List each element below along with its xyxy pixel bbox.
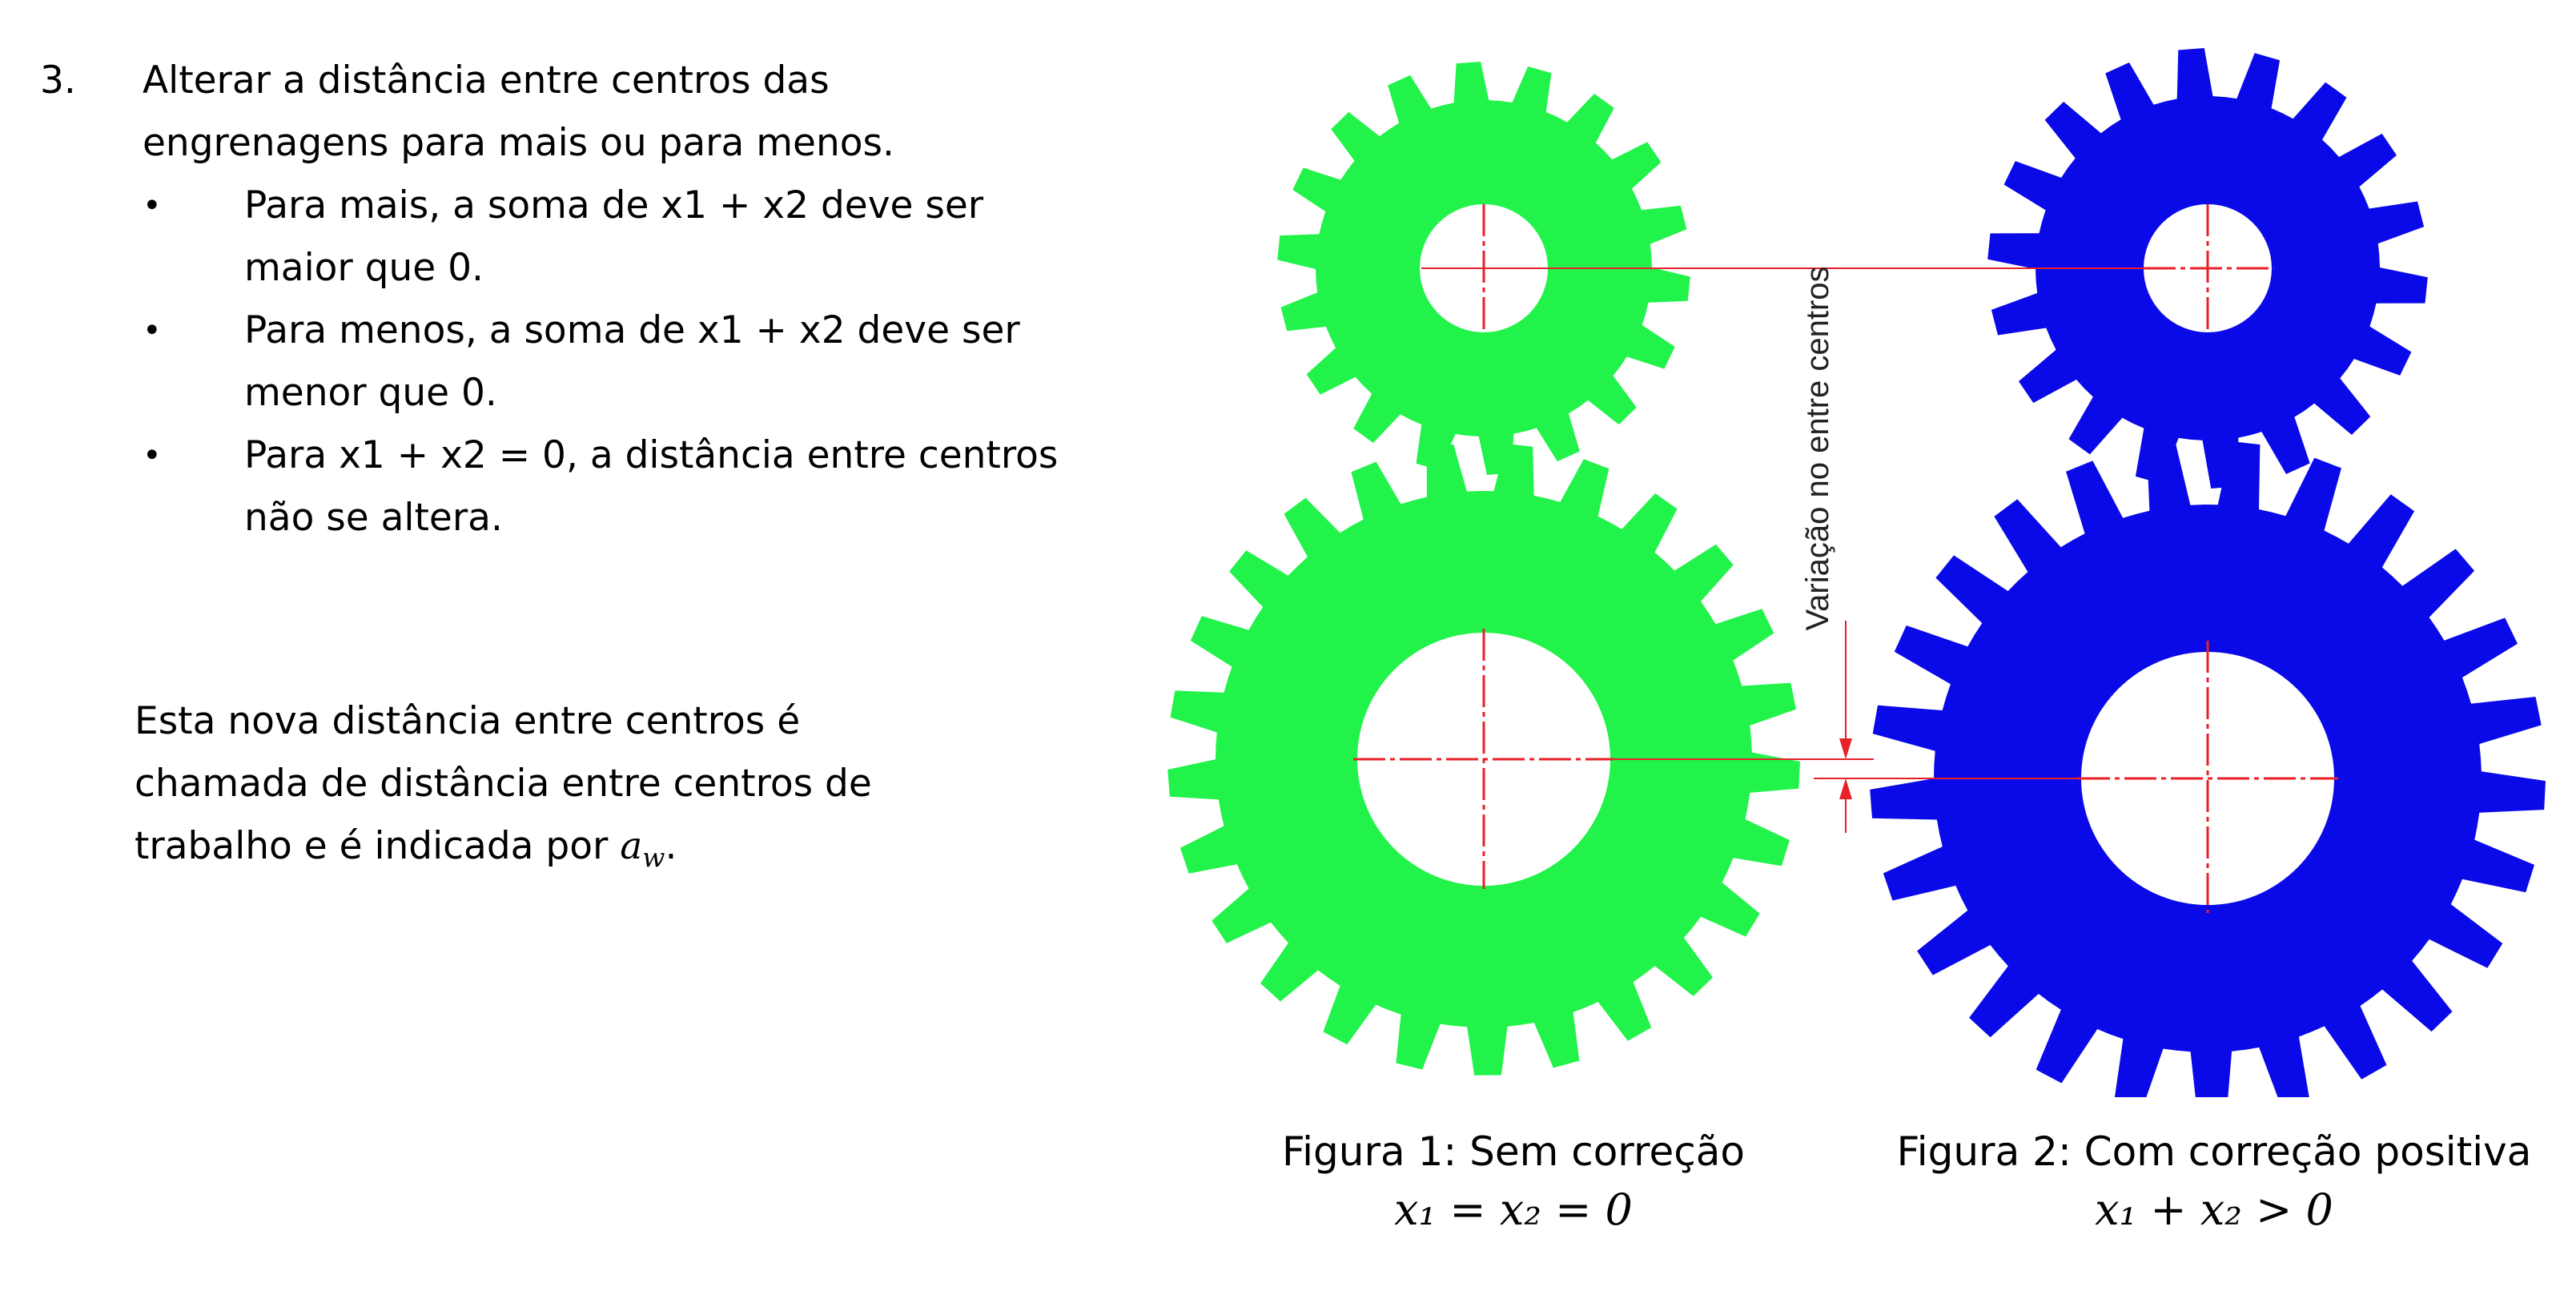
bullet-3-symbol: • — [143, 437, 162, 474]
paragraph-line-1: Esta nova distância entre centros é — [135, 699, 801, 743]
figure-1-formula: x₁ = x₂ = 0 — [1249, 1184, 1778, 1237]
paragraph-line-3-end: . — [665, 824, 677, 868]
bullet-2-line-1: Para menos, a soma de x1 + x2 deve ser — [244, 308, 1020, 352]
bullet-3-line-1: Para x1 + x2 = 0, a distância entre cent… — [244, 433, 1059, 477]
gears-layer — [1167, 48, 2546, 1097]
bullet-1-symbol: • — [143, 187, 162, 224]
dimension-arrowhead-up — [1839, 778, 1852, 799]
bullet-3-line-2: não se altera. — [244, 496, 503, 540]
item-line-2: engrenagens para mais ou para menos. — [143, 121, 894, 165]
paragraph-line-2: chamada de distância entre centros de — [135, 762, 872, 806]
paragraph-line-3: trabalho e é indicada por aw. — [135, 815, 677, 889]
figure-1-formula-text: x₁ = x₂ = 0 — [1394, 1184, 1633, 1235]
working-center-distance-symbol: aw — [620, 824, 665, 874]
bullet-1-line-1: Para mais, a soma de x1 + x2 deve ser — [244, 183, 984, 227]
item-line-1: Alterar a distância entre centros das — [143, 58, 830, 103]
dimension-label: Variação no entre centros — [1800, 266, 1835, 630]
bullet-2-line-2: menor que 0. — [244, 371, 497, 415]
centerlines-layer — [1353, 204, 2338, 913]
dimension-arrowhead-down — [1839, 738, 1852, 759]
gear-correction-diagram: Variação no entre centros — [1167, 48, 2546, 1097]
item-number: 3. — [40, 58, 76, 103]
bullet-1-line-2: maior que 0. — [244, 246, 484, 290]
figure-2-formula-text: x₁ + x₂ > 0 — [2095, 1184, 2333, 1235]
bullet-2-symbol: • — [143, 312, 162, 349]
working-center-distance-subscript: w — [642, 842, 665, 874]
paragraph-line-3-text: trabalho e é indicada por — [135, 824, 621, 868]
figure-1-caption: Figura 1: Sem correção — [1282, 1128, 1745, 1175]
figure-2-formula: x₁ + x₂ > 0 — [1882, 1184, 2546, 1237]
figure-2-caption: Figura 2: Com correção positiva — [1896, 1128, 2532, 1175]
